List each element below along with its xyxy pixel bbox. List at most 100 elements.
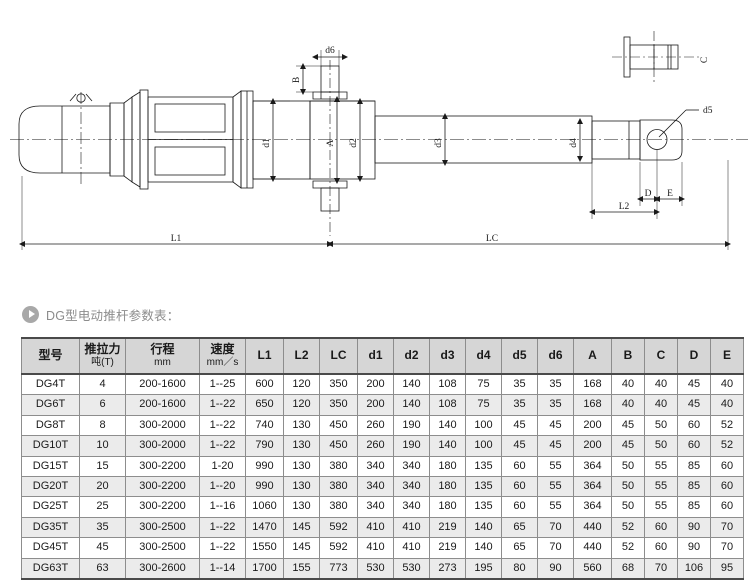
header-main-text: LC — [330, 348, 347, 363]
table-cell: 1--22 — [199, 516, 246, 539]
table-cell: 35 — [537, 394, 574, 416]
table-cell: 140 — [465, 537, 502, 559]
dim-label-d6: d6 — [325, 46, 335, 56]
header-main-text: A — [588, 348, 597, 363]
table-cell: 106 — [677, 557, 711, 580]
table-cell: 364 — [573, 455, 612, 478]
table-cell: 95 — [710, 557, 744, 580]
play-triangle-icon — [22, 305, 39, 323]
table-cell: 773 — [319, 557, 358, 580]
table-cell: 1--25 — [199, 373, 246, 396]
table-cell: 55 — [644, 455, 678, 478]
table-header-cell-d4: d4 — [465, 337, 502, 375]
table-cell: 35 — [501, 394, 538, 416]
table-cell: 1--22 — [199, 435, 246, 457]
header-main-text: 行程 — [150, 342, 175, 357]
table-cell: 530 — [393, 557, 430, 580]
table-cell: 75 — [465, 373, 502, 396]
table-cell: 200-1600 — [125, 373, 200, 396]
table-cell: 340 — [357, 455, 394, 478]
table-cell: 200 — [357, 394, 394, 416]
table-cell: 219 — [429, 537, 466, 559]
table-cell: 108 — [429, 394, 466, 416]
table-cell: 410 — [357, 537, 394, 559]
table-cell: 20 — [79, 476, 126, 498]
table-header-cell-d6: d6 — [537, 337, 574, 375]
table-cell: 140 — [465, 516, 502, 539]
table-cell: 60 — [644, 516, 678, 539]
table-cell: 200 — [573, 435, 612, 457]
dim-d4 — [577, 118, 583, 162]
table-cell: 364 — [573, 476, 612, 498]
table-cell: 130 — [283, 435, 320, 457]
table-cell: 40 — [644, 394, 678, 416]
dim-label-C: C — [700, 57, 710, 63]
header-sub-text: mm／s — [206, 357, 239, 369]
table-cell: 260 — [357, 414, 394, 437]
table-cell: 40 — [611, 373, 645, 396]
table-cell: 560 — [573, 557, 612, 580]
header-main-text: 速度 — [210, 342, 235, 357]
table-cell: 35 — [537, 373, 574, 396]
table-cell: 90 — [537, 557, 574, 580]
table-cell: 1700 — [245, 557, 284, 580]
table-cell: 52 — [710, 414, 744, 437]
table-header-cell-E: E — [710, 337, 744, 375]
table-cell: 300-2500 — [125, 516, 200, 539]
table-cell: 120 — [283, 373, 320, 396]
table-cell: 40 — [611, 394, 645, 416]
dim-A — [334, 96, 340, 184]
table-cell: 740 — [245, 414, 284, 437]
table-cell: 25 — [79, 496, 126, 518]
header-sub-text: mm — [154, 357, 171, 369]
dim-d6 — [312, 50, 348, 66]
table-cell: 190 — [393, 435, 430, 457]
dim-B — [296, 63, 321, 95]
dim-D-E — [637, 162, 685, 206]
dim-label-L2: L2 — [619, 202, 630, 212]
header-main-text: L2 — [294, 348, 309, 363]
table-cell: 130 — [283, 476, 320, 498]
table-cell: 200-1600 — [125, 394, 200, 416]
header-main-text: d2 — [404, 348, 419, 363]
table-cell: 6 — [79, 394, 126, 416]
table-cell: 130 — [283, 414, 320, 437]
table-cell: 592 — [319, 537, 358, 559]
header-sub-text: 吨(T) — [91, 357, 114, 369]
gearbox-adapter-shape — [123, 89, 254, 190]
table-cell: 60 — [501, 496, 538, 518]
detail-view-inset — [612, 31, 700, 84]
table-cell: 273 — [429, 557, 466, 580]
table-cell: 340 — [393, 455, 430, 478]
table-cell: 135 — [465, 496, 502, 518]
header-main-text: C — [656, 348, 666, 363]
table-cell: 1--22 — [199, 537, 246, 559]
section-header: DG型电动推杆参数表： — [22, 302, 179, 326]
header-main-text: B — [623, 348, 633, 363]
table-cell: 364 — [573, 496, 612, 518]
table-cell: 60 — [644, 537, 678, 559]
table-cell: 70 — [537, 537, 574, 559]
table-cell: 60 — [677, 414, 711, 437]
table-cell: 410 — [357, 516, 394, 539]
table-cell-model: DG63T — [21, 557, 80, 580]
table-cell: 45 — [611, 435, 645, 457]
table-cell: 1-20 — [199, 455, 246, 478]
table-cell: 180 — [429, 496, 466, 518]
table-cell: 440 — [573, 516, 612, 539]
table-cell: 40 — [710, 394, 744, 416]
header-main-text: d5 — [512, 348, 527, 363]
table-cell: 63 — [79, 557, 126, 580]
table-cell: 990 — [245, 476, 284, 498]
table-cell: 340 — [393, 496, 430, 518]
table-cell: 300-2000 — [125, 435, 200, 457]
table-cell: 55 — [537, 476, 574, 498]
table-cell: 180 — [429, 455, 466, 478]
